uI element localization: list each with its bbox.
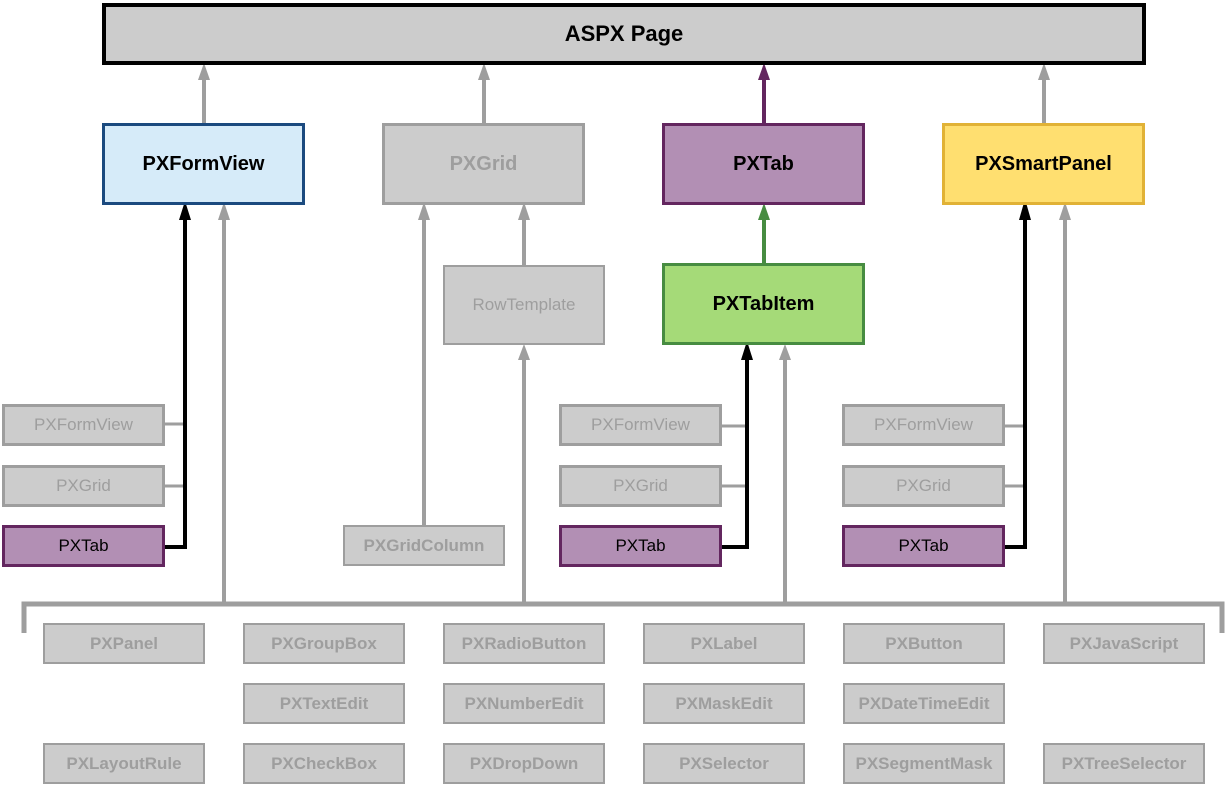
control-label: PXSegmentMask	[855, 753, 993, 773]
control-label: PXLayoutRule	[66, 753, 182, 773]
control-pxbutton-node[interactable]: PXButton	[843, 623, 1005, 664]
pxgridcolumn-label: PXGridColumn	[363, 535, 485, 555]
nested-label: PXTab	[898, 536, 949, 555]
control-label: PXPanel	[89, 633, 159, 653]
pxgrid-label: PXGrid	[449, 152, 518, 175]
control-pxsegmentmask-node[interactable]: PXSegmentMask	[843, 743, 1005, 784]
control-pxgroupbox-node[interactable]: PXGroupBox	[243, 623, 405, 664]
control-label: PXSelector	[679, 753, 769, 773]
pxtab-label: PXTab	[733, 152, 794, 175]
pxformview-label: PXFormView	[142, 152, 265, 175]
nested-pxgrid-node[interactable]: PXGrid	[842, 465, 1005, 507]
nested-label: PXTab	[58, 536, 109, 555]
control-label: PXTextEdit	[279, 693, 369, 713]
nested-label: PXFormView	[591, 415, 690, 434]
nested-label: PXGrid	[613, 476, 668, 495]
pxtabitem-node[interactable]: PXTabItem	[662, 263, 865, 345]
nested-label: PXTab	[615, 536, 666, 555]
nested-connector-grid	[418, 202, 530, 603]
nested-pxformview-node[interactable]: PXFormView	[2, 404, 165, 446]
arrow-grid-to-page	[478, 63, 490, 123]
nested-pxtab-node[interactable]: PXTab	[2, 525, 165, 567]
nested-connector-smartpanel	[1004, 199, 1071, 603]
nested-connector-tabitem	[721, 341, 791, 603]
rowtemplate-node[interactable]: RowTemplate	[443, 265, 605, 345]
control-label: PXCheckBox	[271, 753, 377, 773]
control-pxpanel-node[interactable]: PXPanel	[43, 623, 205, 664]
control-pxlabel-node[interactable]: PXLabel	[643, 623, 805, 664]
nested-label: PXFormView	[874, 415, 973, 434]
pxgrid-node[interactable]: PXGrid	[382, 123, 585, 205]
nested-pxformview-node[interactable]: PXFormView	[559, 404, 722, 446]
aspx-page-label: ASPX Page	[564, 21, 684, 46]
control-label: PXJavaScript	[1069, 633, 1179, 653]
control-pxtreeselector-node[interactable]: PXTreeSelector	[1043, 743, 1205, 784]
arrow-tabitem-to-tab	[758, 203, 770, 263]
arrow-formview-to-page	[198, 63, 210, 123]
control-pxnumberedit-node[interactable]: PXNumberEdit	[443, 683, 605, 724]
control-label: PXGroupBox	[271, 633, 377, 653]
control-pxcheckbox-node[interactable]: PXCheckBox	[243, 743, 405, 784]
control-pxmaskedit-node[interactable]: PXMaskEdit	[643, 683, 805, 724]
control-pxjavascript-node[interactable]: PXJavaScript	[1043, 623, 1205, 664]
nested-label: PXFormView	[34, 415, 133, 434]
pxtab-node[interactable]: PXTab	[662, 123, 865, 205]
arrow-tab-to-page	[758, 63, 770, 123]
control-pxradiobutton-node[interactable]: PXRadioButton	[443, 623, 605, 664]
pxgridcolumn-node[interactable]: PXGridColumn	[343, 525, 505, 566]
control-label: PXDateTimeEdit	[858, 693, 990, 713]
control-pxdropdown-node[interactable]: PXDropDown	[443, 743, 605, 784]
control-label: PXLabel	[690, 633, 758, 653]
nested-pxgrid-node[interactable]: PXGrid	[559, 465, 722, 507]
control-pxselector-node[interactable]: PXSelector	[643, 743, 805, 784]
pxsmartpanel-label: PXSmartPanel	[975, 152, 1112, 175]
control-label: PXRadioButton	[461, 633, 587, 653]
control-label: PXMaskEdit	[675, 693, 773, 713]
pxsmartpanel-node[interactable]: PXSmartPanel	[942, 123, 1145, 205]
pxtabitem-label: PXTabItem	[712, 292, 815, 315]
rowtemplate-label: RowTemplate	[472, 295, 576, 314]
nested-pxtab-node[interactable]: PXTab	[842, 525, 1005, 567]
control-label: PXButton	[885, 633, 963, 653]
nested-pxtab-node[interactable]: PXTab	[559, 525, 722, 567]
pxformview-node[interactable]: PXFormView	[102, 123, 305, 205]
controls-bracket	[21, 601, 1225, 633]
nested-label: PXGrid	[896, 476, 951, 495]
control-label: PXTreeSelector	[1061, 753, 1187, 773]
control-label: PXNumberEdit	[464, 693, 584, 713]
nested-pxformview-node[interactable]: PXFormView	[842, 404, 1005, 446]
control-pxdatetimeedit-node[interactable]: PXDateTimeEdit	[843, 683, 1005, 724]
aspx-page-node[interactable]: ASPX Page	[102, 3, 1146, 65]
control-label: PXDropDown	[469, 753, 579, 773]
nested-label: PXGrid	[56, 476, 111, 495]
nested-pxgrid-node[interactable]: PXGrid	[2, 465, 165, 507]
control-pxtextedit-node[interactable]: PXTextEdit	[243, 683, 405, 724]
nested-connector-formview	[164, 201, 230, 603]
control-pxlayoutrule-node[interactable]: PXLayoutRule	[43, 743, 205, 784]
arrow-smartpanel-to-page	[1038, 63, 1050, 123]
